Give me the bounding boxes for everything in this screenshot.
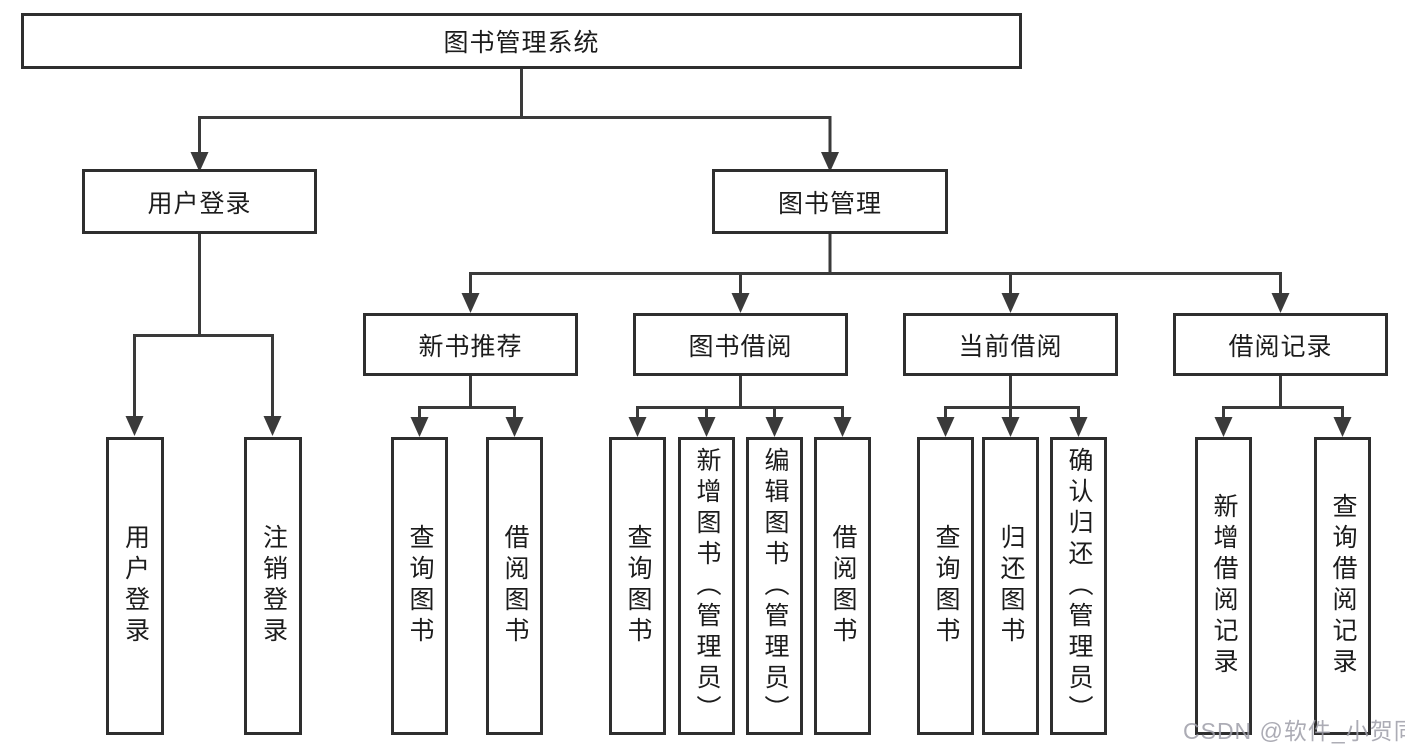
- leaf-borrow-books-1: 借阅图书: [486, 437, 543, 735]
- arrowhead-icon: [833, 417, 852, 437]
- arrowhead-icon: [190, 152, 209, 172]
- leaf-add-borrow-record: 新增借阅记录: [1195, 437, 1252, 735]
- node-book-borrowing: 图书借阅: [633, 313, 848, 376]
- leaf-return-books: 归还图书: [982, 437, 1039, 735]
- node-user-login-branch: 用户登录: [82, 169, 317, 234]
- node-book-management-branch: 图书管理: [712, 169, 948, 234]
- connector-root-branch: [198, 68, 832, 154]
- arrowhead-icon: [410, 417, 429, 437]
- arrowhead-icon: [1333, 417, 1352, 437]
- arrowhead-icon: [697, 417, 716, 437]
- arrowhead-icon: [731, 293, 750, 313]
- leaf-edit-books-admin: 编辑图书（管理员）: [746, 437, 803, 735]
- arrowhead-icon: [936, 417, 955, 437]
- arrowhead-icon: [1069, 417, 1088, 437]
- leaf-query-books-1: 查询图书: [391, 437, 448, 735]
- csdn-watermark: CSDN @软件_小贺同学: [1183, 718, 1405, 744]
- node-current-borrowing: 当前借阅: [903, 313, 1118, 376]
- arrowhead-icon: [821, 152, 839, 172]
- arrowhead-icon: [505, 417, 524, 437]
- connector-recommend-branch: [418, 376, 516, 419]
- leaf-borrow-books-2: 借阅图书: [814, 437, 871, 735]
- node-library-system: 图书管理系统: [21, 13, 1022, 69]
- node-borrowing-records: 借阅记录: [1173, 313, 1388, 376]
- leaf-query-books-3: 查询图书: [917, 437, 974, 735]
- arrowhead-icon: [1271, 293, 1290, 313]
- node-new-book-recommend: 新书推荐: [363, 313, 578, 376]
- leaf-user-login: 用户登录: [106, 437, 164, 735]
- arrowhead-icon: [125, 416, 144, 436]
- connector-borrow-branch: [636, 376, 844, 419]
- arrowhead-icon: [461, 293, 480, 313]
- leaf-confirm-return-admin: 确认归还（管理员）: [1050, 437, 1107, 735]
- leaf-logout: 注销登录: [244, 437, 302, 735]
- connector-current-branch: [944, 376, 1080, 419]
- leaf-add-books-admin: 新增图书（管理员）: [678, 437, 735, 735]
- arrowhead-icon: [1214, 417, 1233, 437]
- arrowhead-icon: [765, 417, 784, 437]
- leaf-query-borrow-record: 查询借阅记录: [1314, 437, 1371, 735]
- arrowhead-icon: [628, 417, 647, 437]
- arrowhead-icon: [1001, 293, 1020, 313]
- connector-record-branch: [1222, 376, 1344, 419]
- arrowhead-icon: [263, 416, 282, 436]
- connector-login-branch: [133, 233, 274, 418]
- connector-mgmt-branch: [469, 233, 1282, 295]
- arrowheads: [125, 152, 1352, 437]
- arrowhead-icon: [1001, 417, 1020, 437]
- leaf-query-books-2: 查询图书: [609, 437, 666, 735]
